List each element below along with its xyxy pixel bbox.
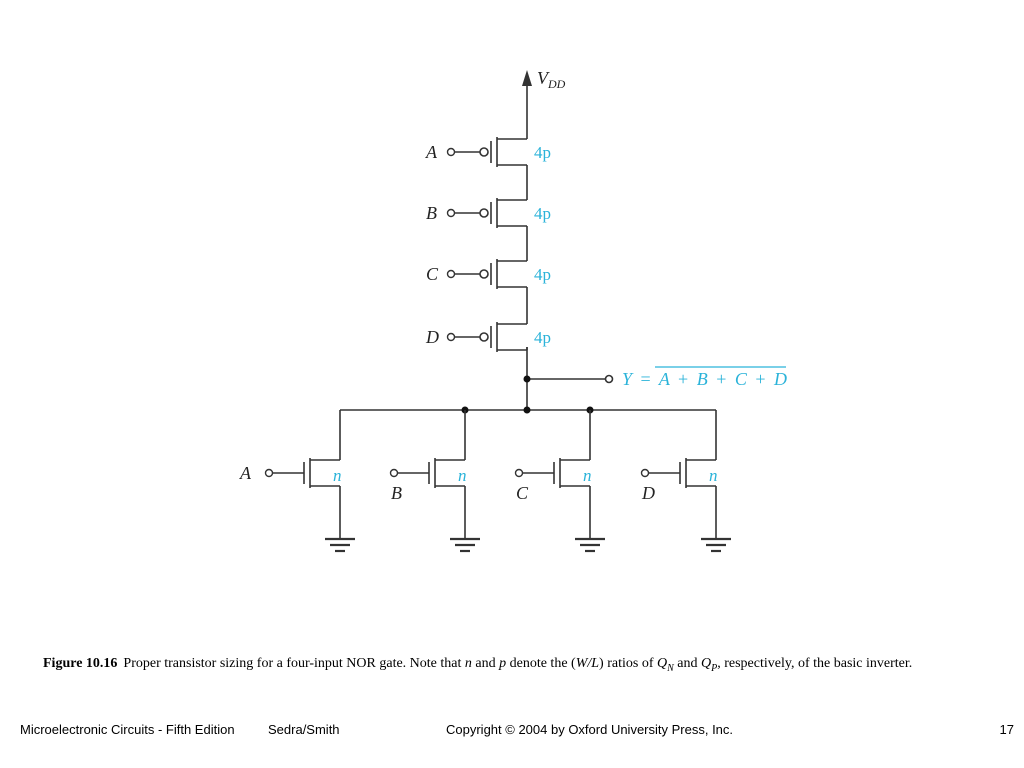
pmos-transistor-d: D 4p [425,322,551,352]
nmos-transistor-b: Bn [389,410,480,553]
input-terminal [514,468,524,478]
vdd-arrow-icon [522,70,532,86]
footer-book-title: Microelectronic Circuits - Fifth Edition [20,722,235,737]
ground-icon [701,537,731,553]
pmos-transistor-a: A 4p [425,137,551,200]
pmos-size-label: 4p [534,143,551,162]
nmos-input-label: D [641,483,655,503]
input-terminal [640,468,650,478]
nmos-size-label: n [333,466,342,485]
nmos-input-label: B [391,483,402,503]
slide-footer: Microelectronic Circuits - Fifth Edition… [0,722,1024,742]
footer-copyright: Copyright © 2004 by Oxford University Pr… [446,722,734,737]
input-terminal [389,468,399,478]
pmos-input-label: D [425,327,439,347]
nmos-transistor-d: Dn [640,410,731,553]
pmos-transistor-b: B 4p [426,198,551,261]
nmos-size-label: n [458,466,467,485]
output-junction-dot [523,375,531,383]
ground-icon [325,537,355,553]
pmos-size-label: 4p [534,265,551,284]
input-terminal [446,208,456,218]
pmos-size-label: 4p [534,328,551,347]
input-terminal [264,468,274,478]
ground-icon [450,537,480,553]
vdd-label: VDD [537,68,566,91]
pmos-size-label: 4p [534,204,551,223]
footer-page-number: 17 [999,722,1014,737]
figure-label: Figure 10.16 [43,656,118,671]
nmos-transistor-c: Cn [514,410,605,553]
nmos-input-label: C [516,483,529,503]
pmos-input-label: C [426,264,439,284]
footer-authors: Sedra/Smith [268,722,340,737]
nmos-input-label: A [239,463,252,483]
pmos-bubble [479,147,489,157]
input-terminal [446,269,456,279]
nmos-size-label: n [709,466,718,485]
pmos-bubble [479,269,489,279]
pmos-transistor-c: C 4p [426,259,551,324]
input-terminal [446,332,456,342]
pmos-input-label: B [426,203,437,223]
output-equation: Y = A + B + C + D [622,369,787,389]
pmos-input-label: A [425,142,438,162]
input-terminal [446,147,456,157]
nmos-size-label: n [583,466,592,485]
output-terminal [604,374,614,384]
bus-junction-dot-mid [523,406,531,414]
pmos-bubble [479,208,489,218]
pmos-bubble [479,332,489,342]
ground-icon [575,537,605,553]
